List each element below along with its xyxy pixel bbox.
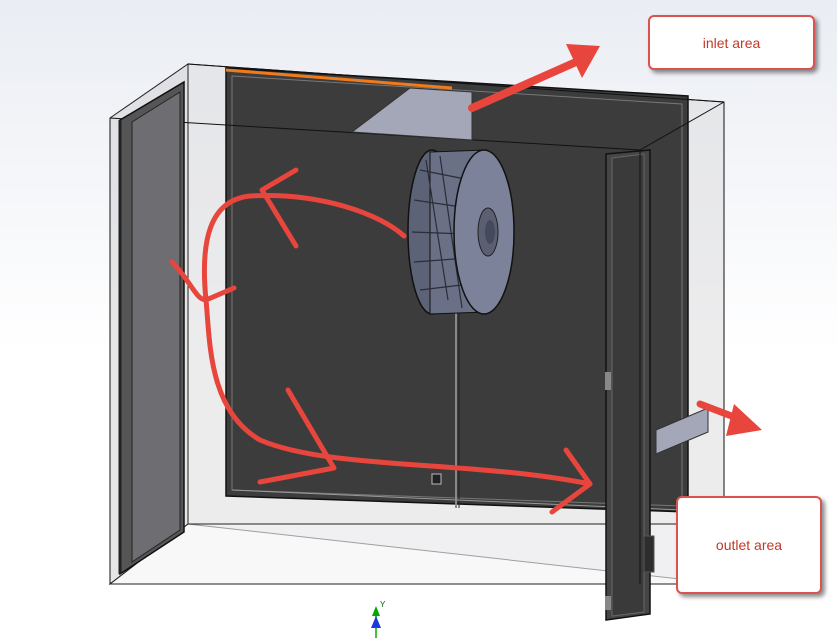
inlet-area-label: inlet area [702,34,761,51]
top-edge-highlight [225,68,453,90]
right-door-bracket [643,535,655,573]
fan-hub-center [485,220,495,244]
enclosure-top-right-edge [639,101,725,151]
outlet-arrow-head [726,404,762,436]
inlet-vent-plate [350,87,473,141]
inlet-arrow-shaft [468,58,580,112]
triad-z-head [371,616,381,628]
inlet-arrow [468,44,600,112]
flow-arrowhead-left [203,285,237,303]
flow-arrowhead-right [549,447,593,515]
outlet-area-callout: outlet area [676,496,822,594]
flow-path-left-down [169,259,593,487]
flow-arrowhead-middle [257,387,337,485]
inlet-area-callout: inlet area [648,15,815,70]
outlet-arrow [696,400,762,436]
right-door-face [611,153,645,617]
flow-path-fan-to-left [201,193,407,303]
outlet-area-label: outlet area [715,537,783,553]
panel-bolt [431,473,442,485]
inlet-arrow-head [566,44,600,78]
left-door-glass [131,91,181,563]
enclosure-top-back-edge [187,63,725,103]
axis-triad [371,606,381,638]
fan-blade-lines [411,155,471,309]
right-door-latch [605,372,611,390]
outlet-vent-plate [655,407,709,455]
triad-y-head [372,606,380,616]
flow-arrowhead-upper [259,167,299,249]
triad-y-label: Y [380,600,386,609]
right-door-hinge [605,596,611,610]
airflow-arrows [169,167,593,515]
centrifugal-fan [407,149,515,315]
